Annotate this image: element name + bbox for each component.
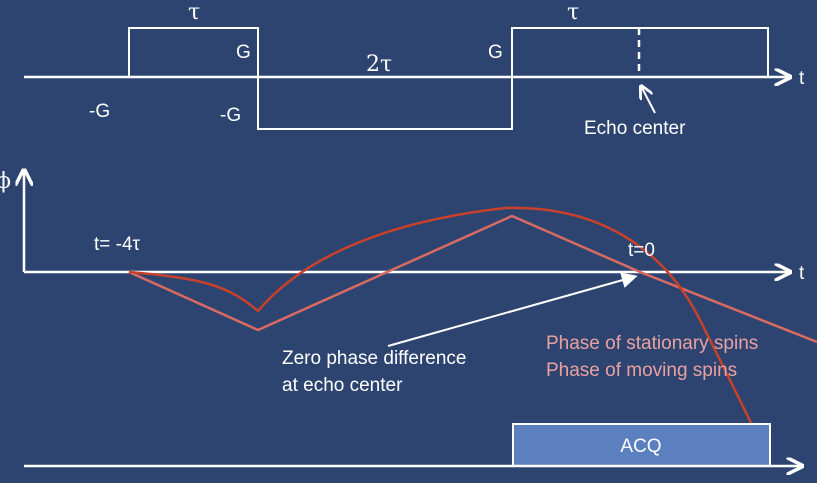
tau-label-right: τ — [567, 0, 579, 25]
t-start-label: t= -4τ — [94, 234, 141, 255]
echo-center-label: Echo center — [584, 118, 686, 139]
zero-phase-pointer — [387, 272, 638, 347]
moving-phase-curve — [128, 206, 770, 459]
stationary-phase-curve — [128, 214, 817, 344]
gradient-waveform — [24, 27, 790, 130]
acq-window — [512, 423, 771, 467]
g-label-second: G — [488, 42, 503, 63]
two-tau-label: 2τ — [366, 52, 392, 77]
t-axis-label-top: t — [799, 68, 805, 89]
neg-g-label-first: -G — [89, 101, 110, 122]
phi-axis-label: ϕ — [0, 169, 11, 194]
zero-phase-label-line2: at echo center — [282, 375, 403, 396]
legend-stationary-spins: Phase of stationary spins — [546, 333, 758, 354]
echo-center-pointer — [641, 86, 656, 114]
phase-plot — [24, 170, 817, 459]
g-label-first: G — [236, 42, 251, 63]
t-axis-label-middle: t — [799, 263, 805, 284]
acq-label: ACQ — [620, 436, 661, 457]
neg-g-label-second: -G — [220, 105, 241, 126]
tau-label-left: τ — [188, 0, 200, 25]
zero-phase-label-line1: Zero phase difference — [282, 348, 467, 369]
t-zero-label: t=0 — [628, 240, 655, 261]
legend-moving-spins: Phase of moving spins — [546, 360, 737, 381]
gradient-lobes — [128, 27, 769, 130]
acquisition-row — [24, 423, 802, 467]
